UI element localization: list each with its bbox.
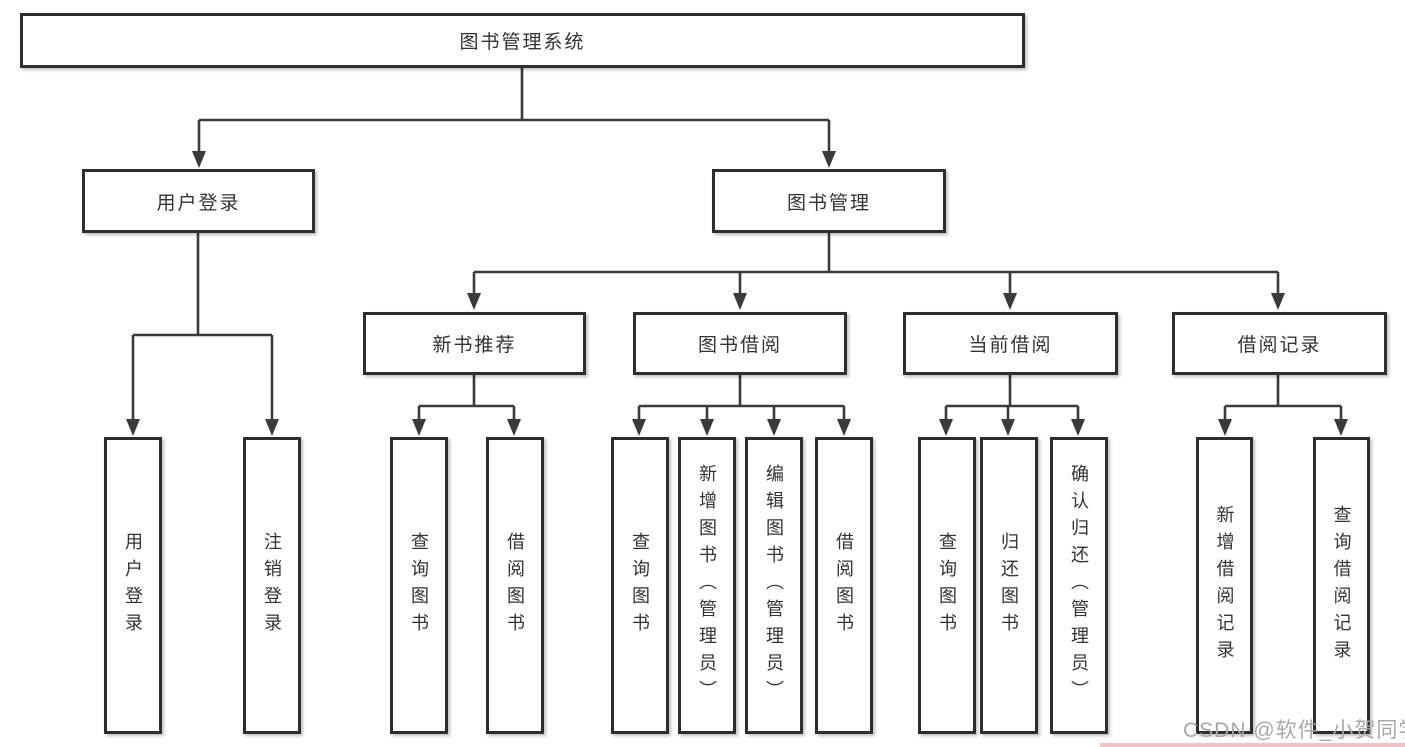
node-leaf-add-borrow-record: 新增借阅记录 <box>1196 437 1253 734</box>
node-leaf-query-books-current: 查询图书 <box>918 437 976 734</box>
node-leaf-borrow-books-recommend: 借阅图书 <box>486 437 544 734</box>
node-leaf-confirm-return-admin: 确认归还（管理员） <box>1050 437 1108 734</box>
node-book-borrowing: 图书借阅 <box>633 312 847 375</box>
node-leaf-query-borrow-record: 查询借阅记录 <box>1313 437 1370 734</box>
node-leaf-return-books: 归还图书 <box>980 437 1038 734</box>
csdn-watermark: CSDN @软件_小贺同学 <box>1183 719 1405 742</box>
node-new-book-recommend: 新书推荐 <box>363 312 586 375</box>
node-leaf-add-books-admin: 新增图书（管理员） <box>678 437 736 734</box>
node-user-login: 用户登录 <box>82 169 315 233</box>
node-leaf-edit-books-admin: 编辑图书（管理员） <box>745 437 803 734</box>
node-borrowing-records: 借阅记录 <box>1172 312 1387 375</box>
node-leaf-logout-action: 注销登录 <box>243 437 301 734</box>
node-leaf-borrow-books: 借阅图书 <box>815 437 873 734</box>
node-leaf-user-login-action: 用户登录 <box>104 437 162 734</box>
node-leaf-query-books-borrow: 查询图书 <box>611 437 669 734</box>
node-leaf-query-books-recommend: 查询图书 <box>390 437 448 734</box>
node-root-library-system: 图书管理系统 <box>20 13 1025 68</box>
watermark-pink-strip <box>1100 743 1405 747</box>
node-book-management: 图书管理 <box>712 169 946 233</box>
node-current-borrowing: 当前借阅 <box>903 312 1118 375</box>
